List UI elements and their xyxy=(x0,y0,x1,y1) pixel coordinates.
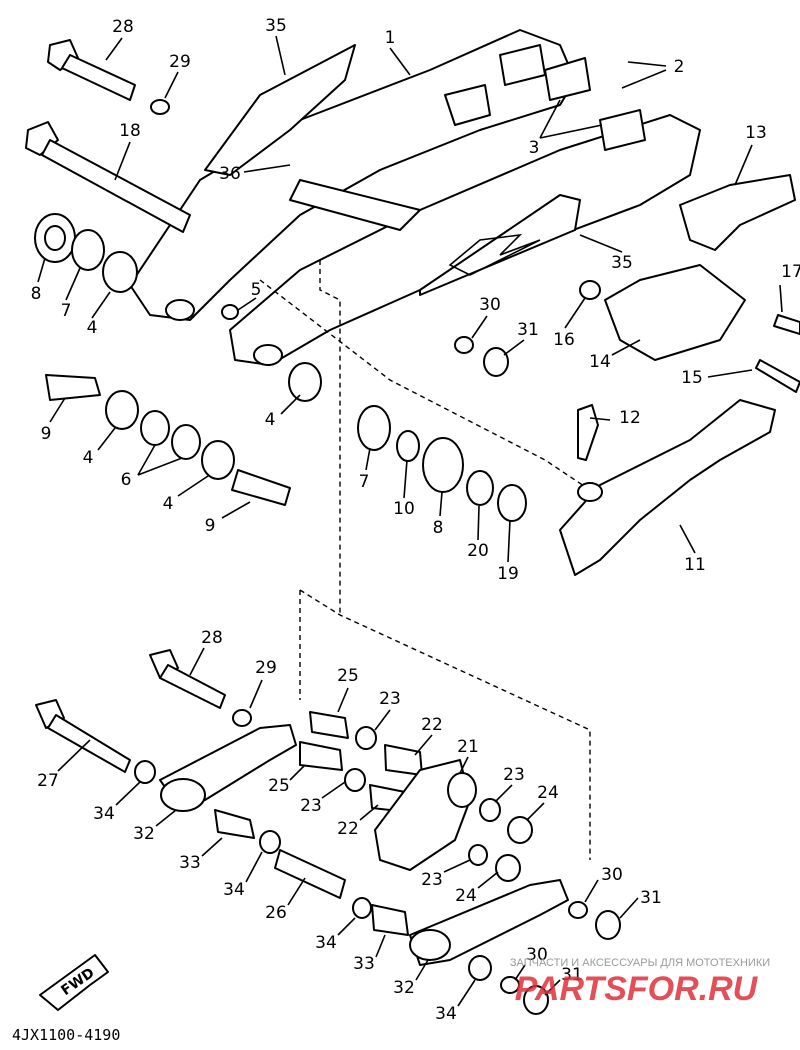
callout-14: 14 xyxy=(589,352,611,372)
callout-34d: 34 xyxy=(435,1004,457,1024)
callout-31b: 31 xyxy=(640,888,662,908)
callout-32a: 32 xyxy=(133,824,155,844)
callout-5: 5 xyxy=(251,280,262,300)
callout-3: 3 xyxy=(529,138,540,158)
callout-34c: 34 xyxy=(315,933,337,953)
callout-31a: 31 xyxy=(517,320,539,340)
callout-25b: 25 xyxy=(268,776,290,796)
callout-31c: 31 xyxy=(561,965,583,985)
nut-31-upper xyxy=(483,347,509,377)
callout-23c: 23 xyxy=(503,765,525,785)
chain-guide-hole xyxy=(577,482,603,502)
callouts: 1 2 3 4 4 4 4 5 6 7 7 8 8 9 9 10 11 12 1… xyxy=(31,16,800,1024)
callout-22b: 22 xyxy=(337,819,359,839)
callout-24b: 24 xyxy=(455,886,477,906)
swingarm xyxy=(129,29,701,615)
callout-15: 15 xyxy=(681,368,703,388)
callout-36: 36 xyxy=(219,164,241,184)
callout-23d: 23 xyxy=(421,870,443,890)
callout-26: 26 xyxy=(265,903,287,923)
callout-30b: 30 xyxy=(601,865,623,885)
callout-6: 6 xyxy=(121,470,132,490)
callout-19: 19 xyxy=(497,564,519,584)
callout-2: 2 xyxy=(674,57,685,77)
callout-29a: 29 xyxy=(169,52,191,72)
callout-4d: 4 xyxy=(265,410,276,430)
callout-30a: 30 xyxy=(479,295,501,315)
callout-4a: 4 xyxy=(87,318,98,338)
chain-guard-upper xyxy=(204,44,356,176)
leader-lines xyxy=(37,35,783,1007)
chain-pull-13 xyxy=(679,174,796,251)
relay-linkage xyxy=(35,589,621,1015)
callout-4b: 4 xyxy=(83,448,94,468)
callout-29b: 29 xyxy=(255,658,277,678)
callout-7a: 7 xyxy=(61,301,72,321)
pivot-shaft-18 xyxy=(25,121,191,233)
callout-28b: 28 xyxy=(201,628,223,648)
callout-23b: 23 xyxy=(300,796,322,816)
pivot-bolt-28 xyxy=(47,39,136,101)
callout-8b: 8 xyxy=(433,518,444,538)
grease-nipple-5 xyxy=(221,304,239,320)
watermark-tagline: ЗАПЧАСТИ И АКСЕССУАРЫ ДЛЯ МОТОТЕХНИКИ xyxy=(510,957,770,969)
watermark: ЗАПЧАСТИ И АКСЕССУАРЫ ДЛЯ МОТОТЕХНИКИ PA… xyxy=(510,957,770,1008)
callout-11: 11 xyxy=(684,555,706,575)
pivot-parts-left xyxy=(34,213,291,506)
washer-29 xyxy=(150,99,170,115)
callout-32b: 32 xyxy=(393,978,415,998)
washer-30-upper xyxy=(454,336,474,354)
callout-34a: 34 xyxy=(93,804,115,824)
callout-16: 16 xyxy=(553,330,575,350)
callout-20: 20 xyxy=(467,541,489,561)
callout-18: 18 xyxy=(119,121,141,141)
callout-35b: 35 xyxy=(611,253,633,273)
callout-17: 17 xyxy=(781,262,800,282)
bolt-17 xyxy=(773,314,800,335)
bolt-12 xyxy=(577,404,599,461)
callout-24a: 24 xyxy=(537,783,559,803)
callout-23a: 23 xyxy=(379,689,401,709)
guide-14 xyxy=(604,264,746,361)
callout-33a: 33 xyxy=(179,853,201,873)
callout-27: 27 xyxy=(37,771,59,791)
callout-1: 1 xyxy=(385,28,396,48)
pivot-parts-right xyxy=(288,362,527,522)
callout-33b: 33 xyxy=(353,954,375,974)
bolt-16 xyxy=(579,280,601,300)
callout-35a: 35 xyxy=(265,16,287,36)
callout-13: 13 xyxy=(745,123,767,143)
callout-34b: 34 xyxy=(223,880,245,900)
callout-28a: 28 xyxy=(112,17,134,37)
bolt-15 xyxy=(755,359,800,393)
callout-30c: 30 xyxy=(526,945,548,965)
callout-9b: 9 xyxy=(205,516,216,536)
watermark-brand: PARTSFOR.RU xyxy=(515,970,759,1008)
callout-4c: 4 xyxy=(163,494,174,514)
callout-7b: 7 xyxy=(359,472,370,492)
diagram-code: 4JX1100-4190 xyxy=(12,1026,120,1044)
callout-10: 10 xyxy=(393,499,415,519)
forward-arrow: FWD xyxy=(39,954,109,1011)
callout-22a: 22 xyxy=(421,715,443,735)
callout-8a: 8 xyxy=(31,284,42,304)
callout-21: 21 xyxy=(457,737,479,757)
callout-9a: 9 xyxy=(41,424,52,444)
callout-25a: 25 xyxy=(337,666,359,686)
callout-12: 12 xyxy=(619,408,641,428)
chain-guide-11 xyxy=(559,399,776,576)
